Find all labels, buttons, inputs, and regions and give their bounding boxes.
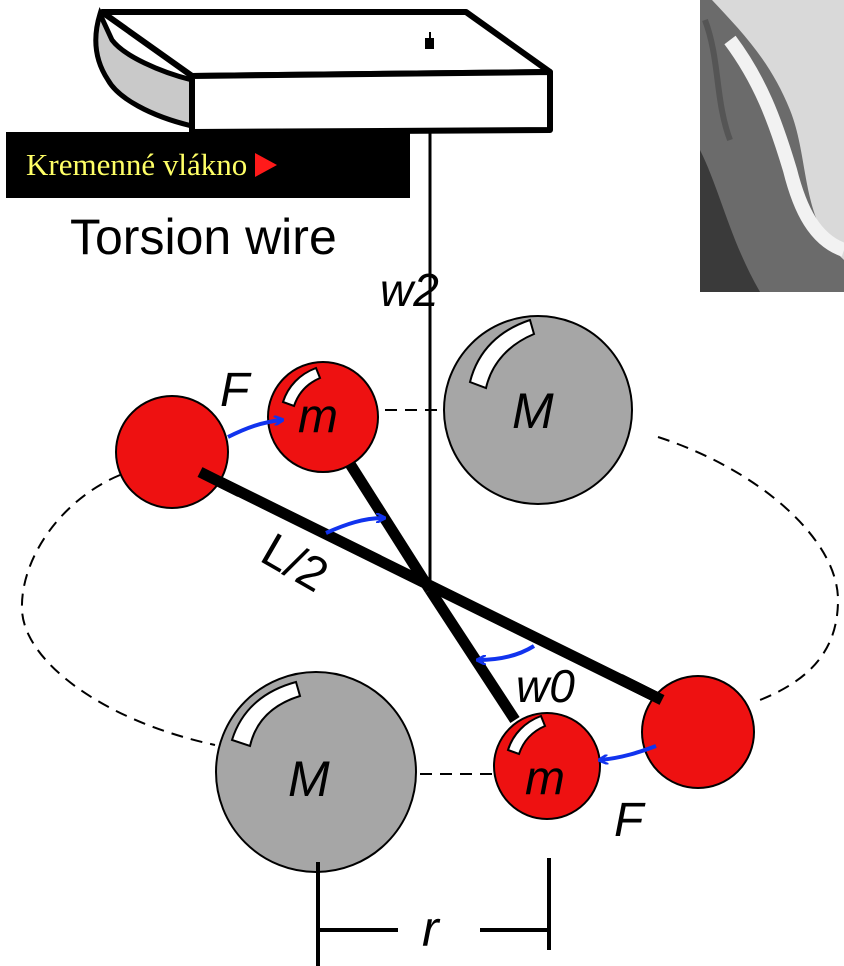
- orbit-path: [20, 436, 840, 746]
- small-mass-label-bottom: m: [525, 752, 565, 805]
- rod-initial-ends: [197, 467, 243, 497]
- large-mass-label-bottom: M: [288, 751, 330, 807]
- distance-dimension: [316, 858, 551, 966]
- small-mass-initial-left: [115, 395, 229, 509]
- small-mass-top: [267, 361, 379, 473]
- force-label-bottom: F: [614, 794, 646, 847]
- play-arrow-icon: [255, 153, 278, 177]
- large-mass-label-top: M: [512, 383, 554, 439]
- distance-label: r: [422, 901, 441, 957]
- banner-text: Kremenné vlákno: [26, 147, 248, 182]
- quartz-fiber-banner: Kremenné vlákno: [6, 132, 410, 198]
- large-mass-bottom: [215, 671, 417, 873]
- support-bracket: [93, 7, 553, 135]
- large-mass-top: [443, 315, 633, 505]
- force-label-top: F: [220, 364, 252, 417]
- w2-label: w2: [380, 264, 439, 316]
- small-mass-bottom: [493, 712, 601, 820]
- torsion-wire-label: Torsion wire: [70, 209, 337, 265]
- rod-deflected-bottom: [425, 586, 520, 724]
- rotation-arrow-lower: [478, 644, 536, 660]
- small-mass-initial-right: [641, 675, 755, 789]
- rod-initial-ends-right: [617, 674, 665, 705]
- force-arrow-top: [227, 420, 282, 439]
- force-arrow-bottom: [600, 744, 657, 760]
- w0-label: w0: [516, 660, 575, 712]
- rotation-arrow-upper: [325, 518, 384, 535]
- small-mass-label-top: m: [298, 390, 338, 443]
- portrait-photo: [700, 0, 844, 292]
